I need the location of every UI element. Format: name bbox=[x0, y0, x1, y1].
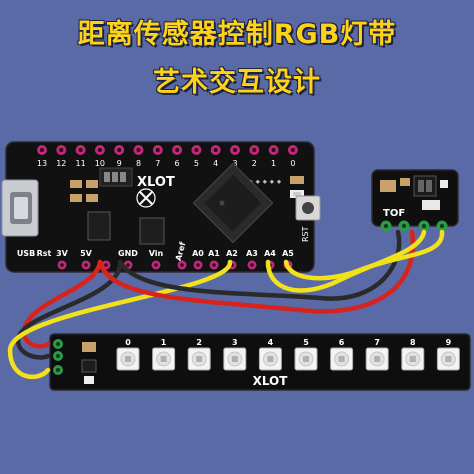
reset-button[interactable] bbox=[295, 195, 321, 221]
bottom-pin-label: Rst bbox=[37, 249, 52, 258]
title-line-1: 距离传感器控制RGB灯带 bbox=[77, 19, 397, 50]
xlot-logo-icon bbox=[136, 188, 156, 208]
bottom-pin-label: Vin bbox=[149, 249, 164, 258]
bottom-pin-label: 3V bbox=[56, 249, 69, 258]
led-index-label: 6 bbox=[339, 338, 345, 347]
strip-components bbox=[81, 342, 97, 384]
top-pin-label: 10 bbox=[95, 159, 105, 168]
title-line-2: 艺术交互设计 bbox=[153, 67, 321, 98]
tof-sensor-board: TOF bbox=[371, 169, 459, 232]
wire-yellow-a4-to-sensor bbox=[265, 229, 427, 293]
bottom-pin-label: GND bbox=[118, 249, 138, 258]
bottom-pin-label: A2 bbox=[226, 249, 238, 258]
led-index-label: 9 bbox=[446, 338, 452, 347]
wires bbox=[7, 229, 445, 380]
wire-black-gnd-to-sensor bbox=[117, 229, 402, 301]
led-array bbox=[116, 347, 460, 371]
wire-yellow-a5-to-sensor bbox=[283, 229, 445, 281]
bottom-pin-label: A5 bbox=[282, 249, 294, 258]
bottom-pin-label: USB bbox=[17, 249, 35, 258]
rst-label: RST bbox=[301, 226, 310, 242]
top-pin-label: 1 bbox=[271, 159, 276, 168]
top-pin-label: 8 bbox=[136, 159, 141, 168]
top-pin-label: 4 bbox=[213, 159, 218, 168]
led-strip: 0 1 2 3 4 5 6 7 8 9 XLOT bbox=[49, 333, 471, 391]
top-pin-header bbox=[37, 145, 298, 155]
wire-red-5v-to-strip bbox=[21, 259, 103, 349]
led-index-label: 1 bbox=[161, 338, 167, 347]
led-index-label: 2 bbox=[196, 338, 202, 347]
board-components bbox=[70, 167, 304, 245]
sensor-label: TOF bbox=[383, 208, 405, 219]
bottom-pin-label: A4 bbox=[264, 249, 276, 258]
top-pin-label: 3 bbox=[232, 159, 237, 168]
led-index-labels: 0 1 2 3 4 5 6 7 8 9 bbox=[125, 338, 451, 347]
led-index-label: 7 bbox=[374, 338, 380, 347]
bottom-pin-label: 5V bbox=[80, 249, 93, 258]
wire-black-gnd-to-strip bbox=[15, 259, 123, 360]
top-pin-label: 13 bbox=[37, 159, 47, 168]
led-index-label: 0 bbox=[125, 338, 131, 347]
led-index-label: 5 bbox=[303, 338, 309, 347]
wire-red-5v-to-sensor bbox=[97, 229, 416, 314]
top-pin-label: 11 bbox=[76, 159, 86, 168]
strip-pin-header bbox=[53, 339, 63, 375]
bottom-pin-label: A3 bbox=[246, 249, 258, 258]
usb-connector bbox=[1, 179, 39, 237]
top-pin-label: 6 bbox=[175, 159, 180, 168]
top-pin-label: 5 bbox=[194, 159, 199, 168]
top-pin-label: 12 bbox=[56, 159, 66, 168]
mcu-chip bbox=[192, 162, 282, 244]
top-pin-label: 2 bbox=[252, 159, 257, 168]
strip-brand: XLOT bbox=[253, 374, 289, 388]
top-pin-label: 7 bbox=[155, 159, 160, 168]
bottom-pin-label: A0 bbox=[192, 249, 204, 258]
top-pin-label: 9 bbox=[117, 159, 122, 168]
led-index-label: 3 bbox=[232, 338, 238, 347]
led-index-label: 4 bbox=[268, 338, 274, 347]
led-index-label: 8 bbox=[410, 338, 416, 347]
board-brand: XLOT bbox=[137, 175, 175, 190]
wire-yellow-a2-to-strip bbox=[7, 259, 233, 380]
bottom-pin-label: A1 bbox=[208, 249, 220, 258]
sensor-pin-header bbox=[380, 220, 448, 232]
top-pin-label: 0 bbox=[290, 159, 295, 168]
